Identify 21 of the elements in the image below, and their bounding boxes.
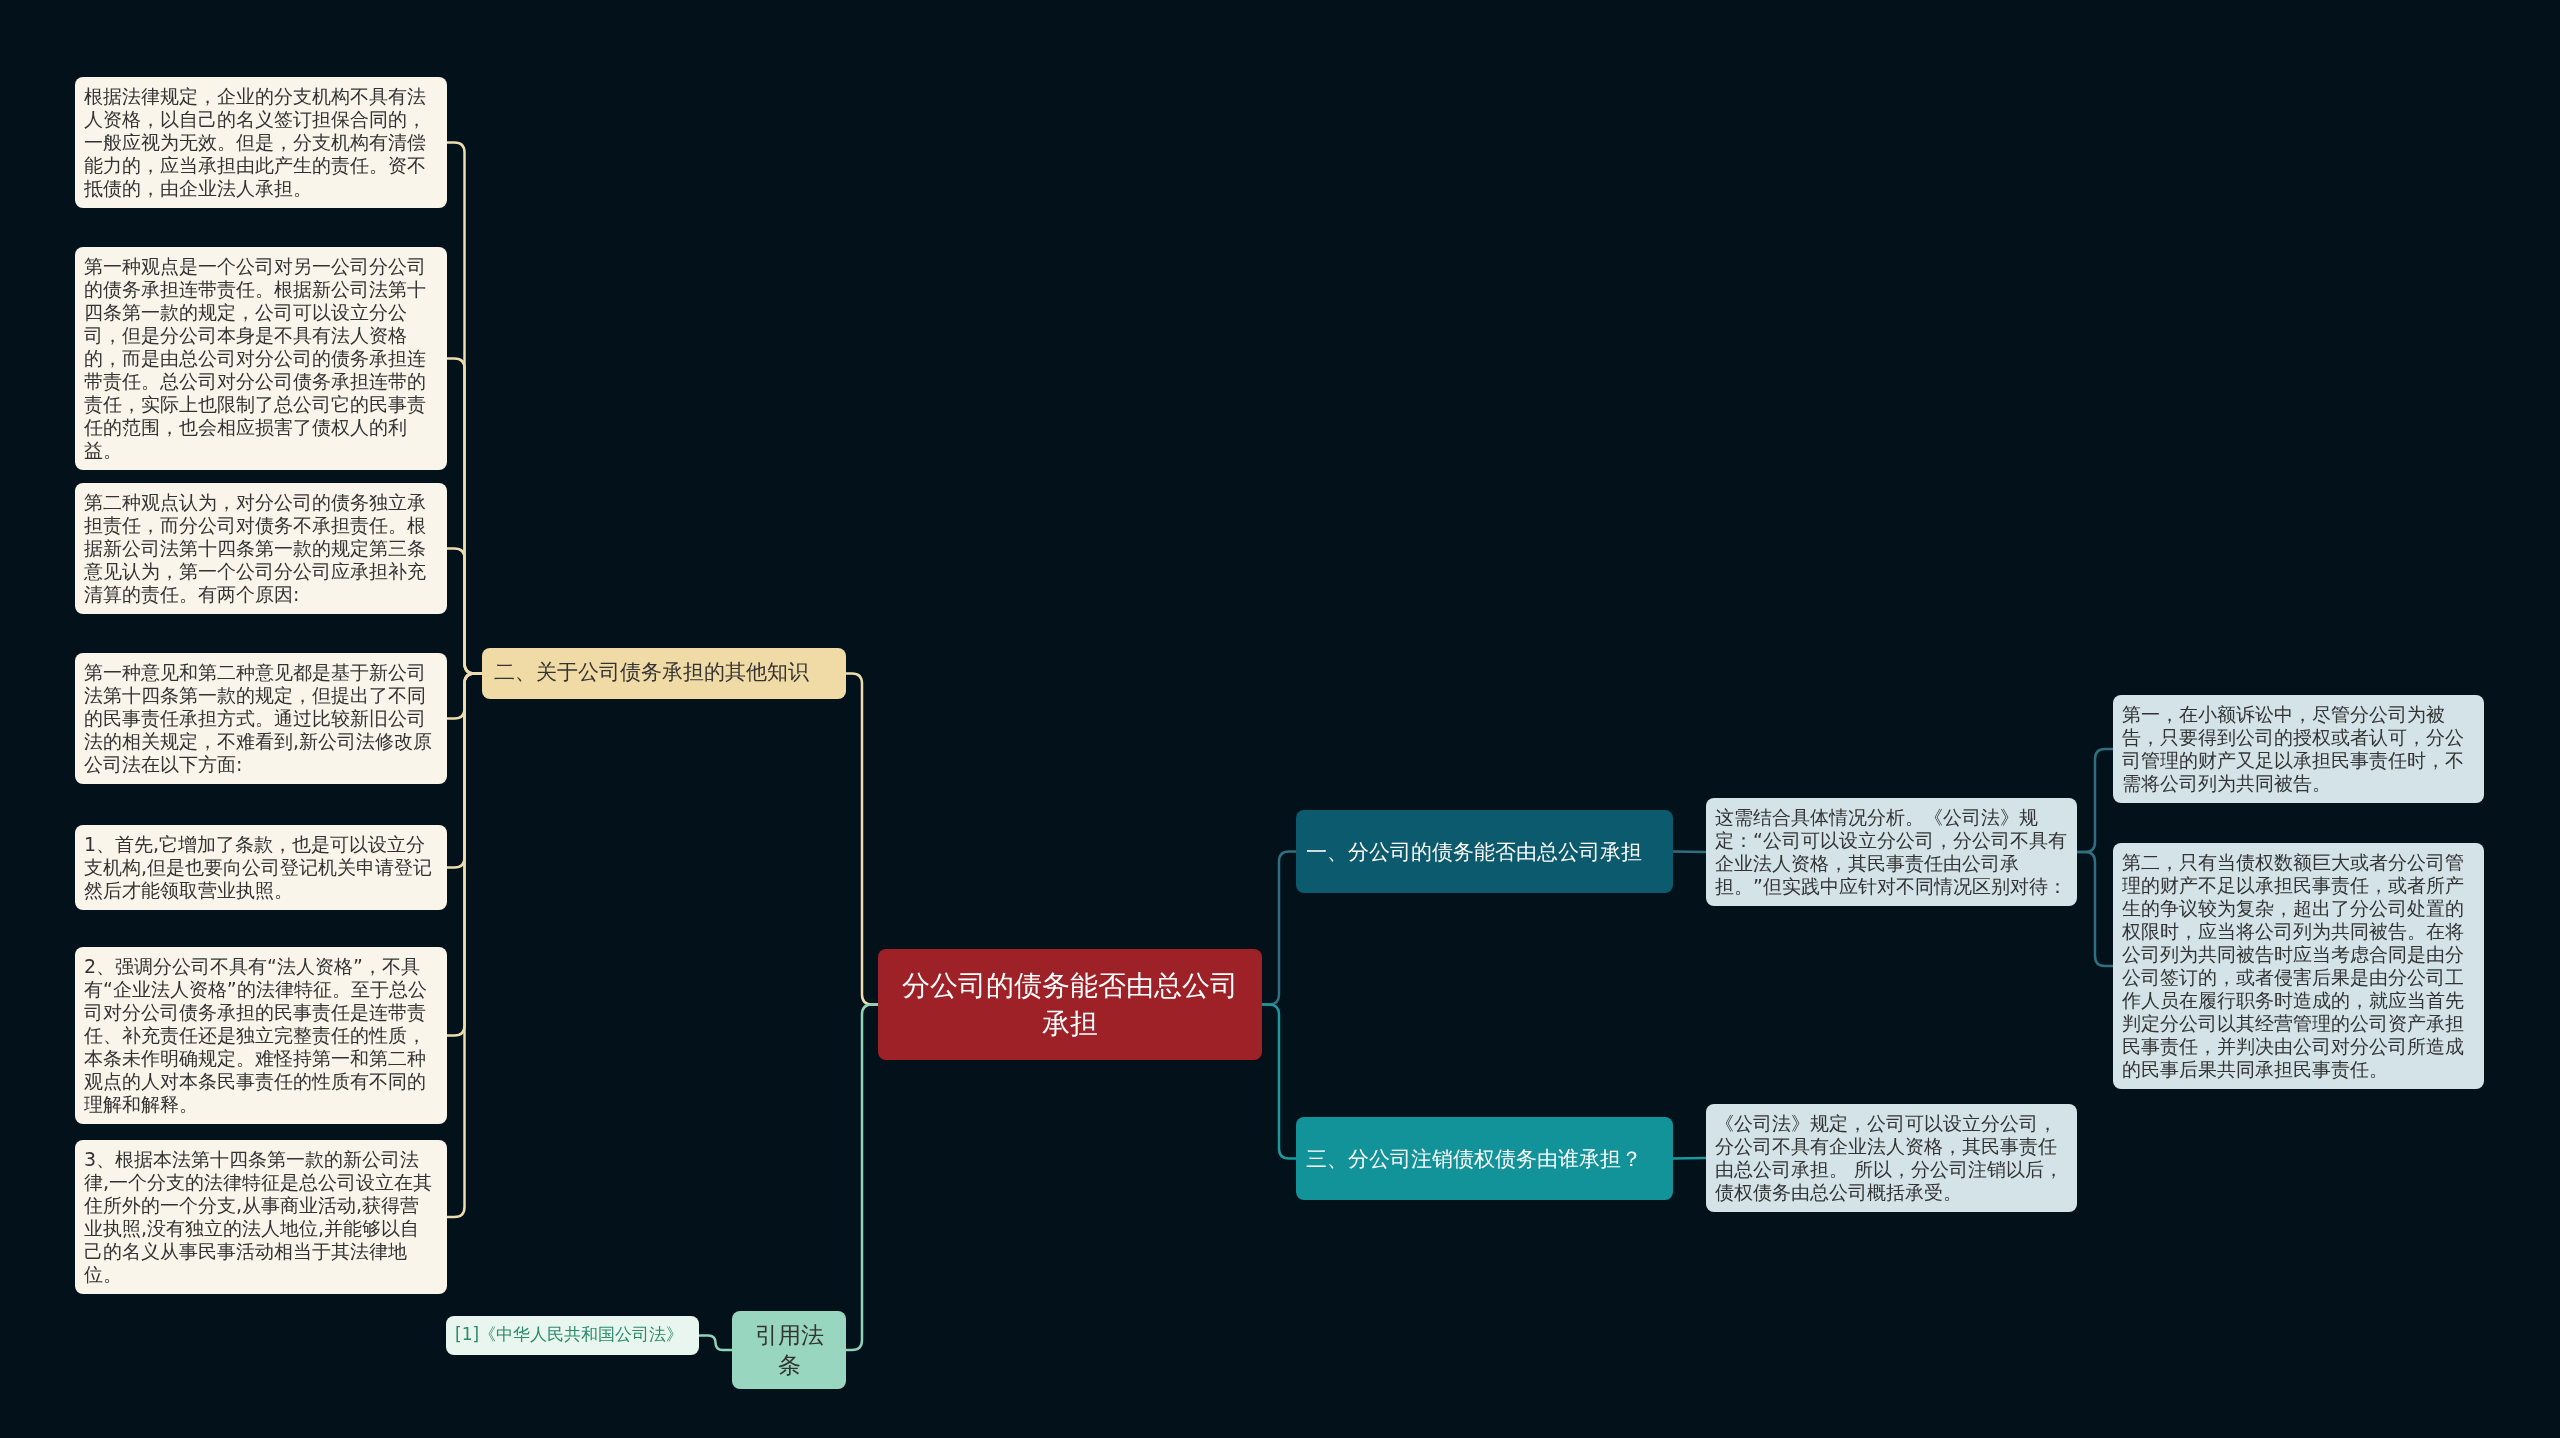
note-box: 第二种观点认为，对分公司的债务独立承担责任，而分公司对债务不承担责任。根据新公司法第十四条第一款的规定第三条意见认为，第一个公司分公司应承担补充清算的责任。有两个原因:: [75, 483, 447, 614]
connector-line: [699, 1334, 732, 1352]
note-box: 根据法律规定，企业的分支机构不具有法人资格，以自己的名义签订担保合同的，一般应视为无效。但是，分支机构有清偿能力的，应当承担由此产生的责任。资不抵债的，由企业法人承担。: [75, 77, 447, 208]
note-box: 2、强调分公司不具有“法人资格”，不具有“企业法人资格”的法律特征。至于总公司对分公司债务承担的民事责任是连带责任、补充责任还是独立完整责任的性质，本条未作明确规定。难怪持第一和第二种观点的人对本条民事责任的性质有不同的理解和解释。: [75, 947, 447, 1124]
note-box: 第一，在小额诉讼中，尽管分公司为被告，只要得到公司的授权或者认可，分公司管理的财产又足以承担民事责任时，不需将公司列为共同被告。: [2113, 695, 2484, 803]
reference-box: [1]《中华人民共和国公司法》: [446, 1316, 699, 1355]
connector-line: [2077, 850, 2113, 968]
note-box: 第一种观点是一个公司对另一公司分公司的债务承担连带责任。根据新公司法第十四条第一款的规定，公司可以设立分公司，但是分公司本身是不具有法人资格的，而是由总公司对分公司的债务承担连带责任。总公司对分公司债务承担连带的责任，实际上也限制了总公司它的民事责任的范围，也会相应损害了债权人的利益。: [75, 247, 447, 470]
note-box: 这需结合具体情况分析。《公司法》规定：“公司可以设立分公司，分公司不具有企业法人资格，其民事责任由公司承担。”但实践中应针对不同情况区别对待：: [1706, 798, 2077, 906]
note-box: 1、首先,它增加了条款，也是可以设立分支机构,但是也要向公司登记机关申请登记然后才能领取营业执照。: [75, 825, 447, 910]
central-topic-box: 分公司的债务能否由总公司承担: [878, 949, 1262, 1060]
note-box: 3、根据本法第十四条第一款的新公司法律,一个分支的法律特征是总公司设立在其住所外的一个分支,从事商业活动,获得营业执照,没有独立的法人地位,并能够以自己的名义从事民事活动相当于其法律地位。: [75, 1140, 447, 1294]
note-box: 《公司法》规定，公司可以设立分公司，分公司不具有企业法人资格，其民事责任由总公司承担。 所以，分公司注销以后，债权债务由总公司概括承受。: [1706, 1104, 2077, 1212]
branch-topic-box: 引用法条: [732, 1311, 846, 1389]
note-box: 第二，只有当债权数额巨大或者分公司管理的财产不足以承担民事责任，或者所产生的争议较为复杂，超出了分公司处置的权限时，应当将公司列为共同被告。在将公司列为共同被告时应当考虑合同是由分公司签订的，或者侵害后果是由分公司工作人员在履行职务时造成的，就应当首先判定分公司以其经营管理的公司资产承担民事责任，并判决由公司对分公司所造成的民事后果共同承担民事责任。: [2113, 843, 2484, 1089]
branch-topic-box: 二、关于公司债务承担的其他知识: [482, 648, 846, 699]
branch-topic-box: 一、分公司的债务能否由总公司承担: [1296, 810, 1673, 893]
connector-line: [1673, 1156, 1706, 1160]
connector-line: [1673, 850, 1706, 854]
note-box: 第一种意见和第二种意见都是基于新公司法第十四条第一款的规定，但提出了不同的民事责任承担方式。通过比较新旧公司法的相关规定，不难看到,新公司法修改原公司法在以下方面:: [75, 653, 447, 784]
branch-topic-box: 三、分公司注销债权债务由谁承担？: [1296, 1117, 1673, 1200]
